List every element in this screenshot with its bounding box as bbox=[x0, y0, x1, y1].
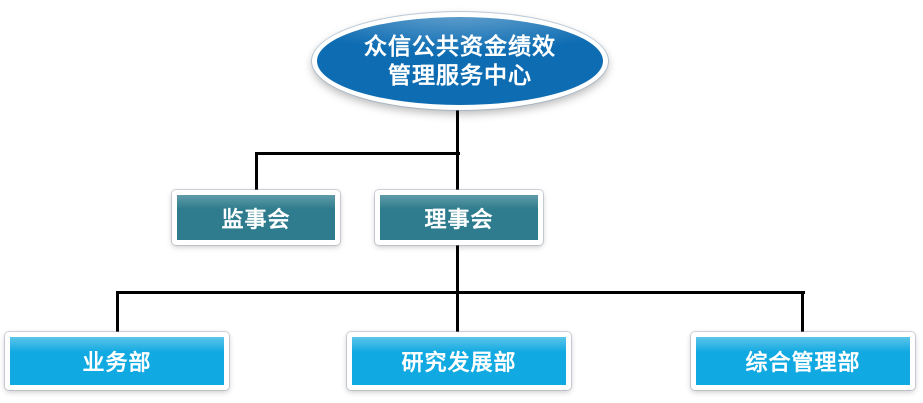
node-business-department: 业务部 bbox=[5, 332, 229, 390]
node-supervisory-board-label: 监事会 bbox=[221, 206, 291, 232]
node-general-management-department: 综合管理部 bbox=[691, 332, 915, 390]
connector-level3-horizontal bbox=[116, 291, 805, 294]
root-node: 众信公共资金绩效 管理服务中心 bbox=[312, 12, 608, 110]
root-node-label-line2: 管理服务中心 bbox=[388, 62, 532, 88]
connector-research-drop bbox=[456, 291, 459, 332]
connector-council-vertical bbox=[456, 244, 459, 294]
node-research-development-department-label: 研究发展部 bbox=[401, 350, 517, 375]
node-board-of-directors: 理事会 bbox=[375, 190, 543, 245]
node-general-management-department-label: 综合管理部 bbox=[745, 350, 861, 375]
node-supervisory-board: 监事会 bbox=[172, 190, 340, 245]
root-node-label-line1: 众信公共资金绩效 bbox=[364, 33, 556, 59]
connector-level2-horizontal bbox=[255, 152, 460, 155]
node-board-of-directors-label: 理事会 bbox=[424, 206, 494, 232]
connector-general-drop bbox=[801, 291, 804, 332]
node-research-development-department: 研究发展部 bbox=[347, 332, 571, 390]
connector-supervisory-drop bbox=[255, 152, 258, 192]
connector-root-vertical bbox=[456, 109, 459, 192]
node-business-department-label: 业务部 bbox=[82, 350, 152, 375]
connector-business-drop bbox=[116, 291, 119, 332]
